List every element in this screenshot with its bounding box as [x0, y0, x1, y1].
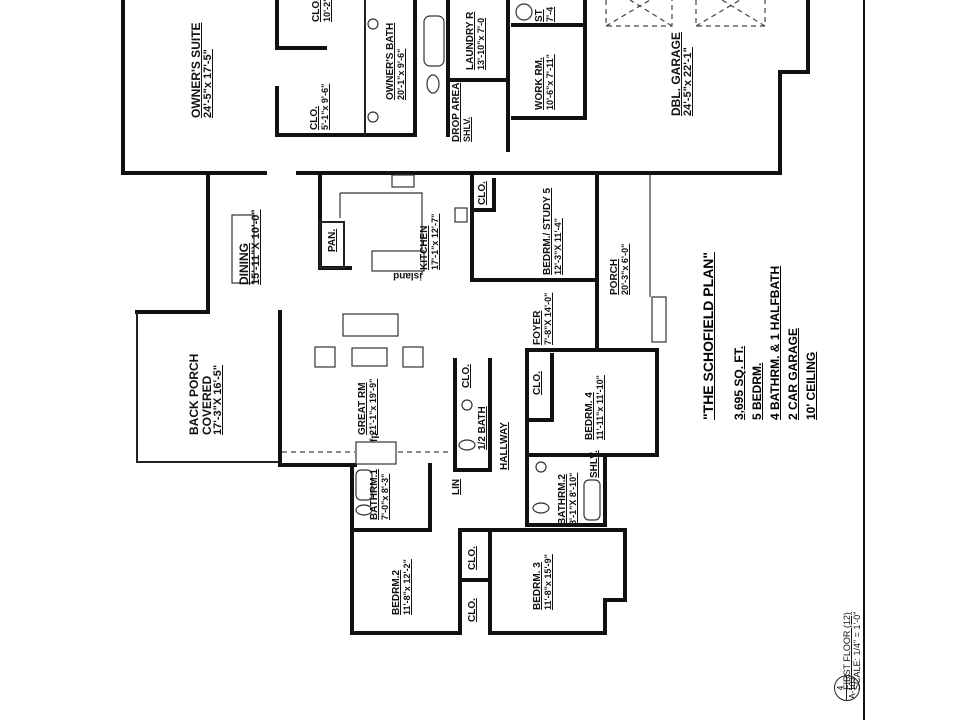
cooktop: [454, 207, 468, 223]
drawing-scale: SCALE: 1/4" = 1'-0": [852, 611, 862, 690]
wall-bed4-clo: [525, 348, 554, 422]
great-rm-table: [351, 347, 388, 367]
label-clo-bed2b: CLO.: [467, 598, 478, 622]
plan-info: "THE SCHOFIELD PLAN" 3,695 SQ. FT. 5 BED…: [700, 252, 820, 420]
plan-feature: 4 BATHRM. & 1 HALFBATH: [768, 265, 782, 420]
wall-hall-entry: [453, 358, 492, 472]
sheet-title: FIRST FLOOR (12) SCALE: 1/4" = 1'-0": [842, 612, 862, 690]
plan-feature: 3,695 SQ. FT.: [732, 345, 746, 420]
label-half-bath: 1/2 BATH: [477, 406, 488, 450]
garage-door-1: [605, 0, 673, 27]
label-work-rm: WORK RM.10'-6"x 7'-11": [534, 54, 555, 110]
water-heater: [515, 3, 533, 21]
plan-feature: 5 BEDRM.: [750, 362, 764, 420]
label-clo-bed2a: CLO.: [467, 546, 478, 570]
label-clo-owner: CLO.5'-1"x 9'-6": [309, 83, 330, 130]
sink-owner-1: [367, 18, 379, 30]
exterior-wall-owners-suite: [121, 0, 267, 175]
label-hallway: HALLWAY: [499, 422, 510, 470]
plan-feature: 2 CAR GARAGE: [786, 327, 800, 420]
label-shlv: SHLV.: [589, 450, 600, 478]
great-rm-sofa: [342, 313, 399, 337]
label-clo-half: CLO.: [461, 364, 472, 388]
great-rm-chair-1: [314, 346, 336, 368]
tub-bath1: [355, 469, 373, 501]
wall-kitchen: [318, 171, 352, 270]
kitchen-counter: [339, 192, 423, 275]
plan-feature: 10' CEILING: [804, 351, 818, 420]
label-fireplace: fp: [369, 432, 380, 442]
sink-owner-2: [367, 111, 379, 123]
wall-clo-study: [470, 178, 496, 212]
pantry: [319, 221, 345, 269]
garage-door-2: [695, 0, 766, 27]
microwave-sink: [391, 174, 415, 188]
sink-halfbath: [461, 399, 473, 411]
label-island: island: [393, 270, 422, 281]
wall-clo-top: [275, 0, 327, 50]
island: [371, 250, 425, 272]
wall-bed3: [488, 528, 627, 635]
label-pantry: PAN.: [327, 228, 338, 252]
fireplace: [355, 441, 397, 465]
label-clo-bed4: CLO.: [532, 371, 543, 395]
wall-clo-owner: [275, 0, 417, 137]
wall-bath2: [525, 453, 607, 527]
plan-title: "THE SCHOFIELD PLAN": [700, 251, 716, 420]
wall-bath1: [350, 463, 432, 532]
wall-work-rm: [511, 23, 587, 120]
label-lin: LIN: [451, 478, 462, 495]
wall-study: [470, 171, 599, 282]
wall-laundry: [446, 0, 510, 152]
drawing-title: FIRST FLOOR (12): [842, 612, 852, 690]
toilet-bath2: [532, 502, 550, 514]
bathtub: [423, 15, 445, 67]
tub-bath2: [583, 479, 601, 521]
wall-great-left: [278, 310, 357, 467]
toilet-bath1: [355, 504, 373, 516]
porch-steps: [651, 296, 667, 343]
great-rm-chair-2: [402, 346, 424, 368]
wall-garage-bottom: [513, 0, 810, 175]
label-clo-study: CLO.: [477, 181, 488, 205]
toilet-owner: [426, 74, 440, 94]
dining-table: [231, 214, 255, 284]
exterior-wall-dining: [135, 171, 210, 314]
toilet-halfbath: [458, 439, 476, 451]
sink-bath2: [535, 461, 547, 473]
label-clo-top: CLO.10'-2"x: [311, 0, 332, 22]
